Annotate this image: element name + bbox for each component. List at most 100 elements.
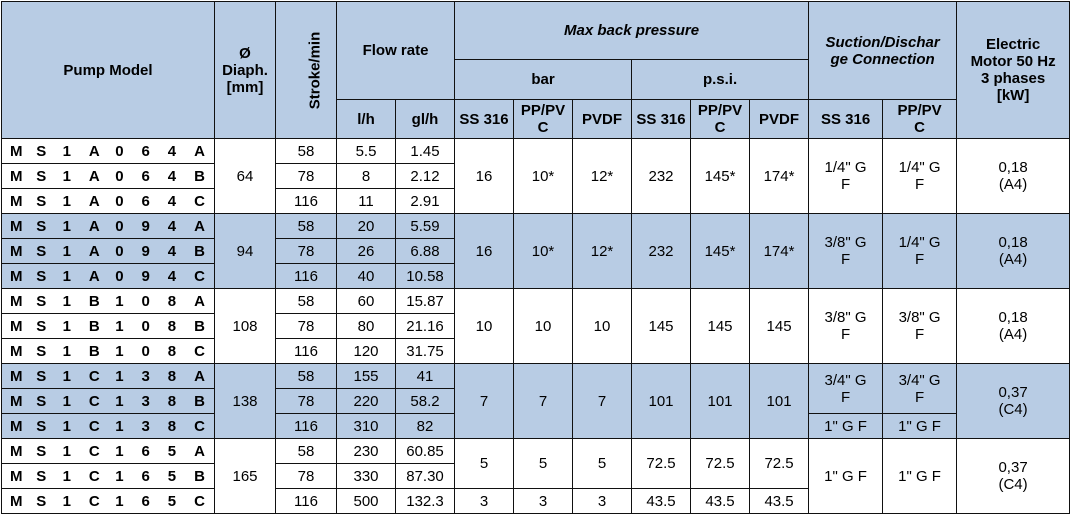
flow-lh-cell: 155 [336, 363, 396, 389]
model-char: 0 [115, 192, 124, 210]
header-conn-pppvc-2: C [914, 119, 925, 136]
psi-pvdf-cell: 145 [749, 288, 810, 364]
model-char: C [88, 492, 100, 510]
header-bar-pppvc-2: C [537, 119, 549, 136]
conn-ss316-line1: 3/4" G [824, 371, 867, 389]
model-char: B [194, 317, 205, 335]
flow-glh-cell: 87.30 [394, 463, 456, 489]
model-char: 8 [167, 317, 177, 335]
bar-pvdf-cell: 12* [572, 138, 633, 214]
model-char: 6 [141, 492, 150, 510]
bar-ss316-cell: 16 [454, 138, 515, 214]
model-char: 1 [62, 317, 71, 335]
stroke-cell: 78 [275, 463, 337, 489]
model-char: 1 [62, 267, 71, 285]
motor-line2: (C4) [998, 476, 1028, 493]
header-psi-pvdf: PVDF [749, 99, 810, 139]
bar-pvdf-cell: 5 [572, 438, 633, 489]
flow-glh-cell: 10.58 [394, 263, 456, 289]
stroke-cell: 78 [275, 313, 337, 339]
model-char: 1 [62, 292, 71, 310]
model-char: A [88, 217, 100, 235]
motor-cell: 0,18(A4) [956, 138, 1070, 214]
model-char: C [88, 392, 100, 410]
model-char: 1 [115, 492, 124, 510]
flow-glh-cell: 2.12 [394, 163, 456, 189]
bar-ss316-cell: 10 [454, 288, 515, 364]
psi-pvdf-c-cell: 43.5 [749, 488, 810, 514]
psi-ss316-cell: 232 [631, 138, 692, 214]
psi-ss316-cell: 232 [631, 213, 692, 289]
psi-pppvc-c-cell: 43.5 [690, 488, 751, 514]
model-char: S [36, 467, 47, 485]
conn-ss316-line2: F [840, 388, 851, 406]
model-char: 9 [141, 267, 150, 285]
flow-glh-cell: 5.59 [394, 213, 456, 239]
bar-pvdf-cell: 10 [572, 288, 633, 364]
header-suction-line2: ge Connection [830, 50, 935, 68]
model-char: 6 [141, 167, 150, 185]
conn-ss316-line2: F [840, 251, 851, 268]
header-diaph-symbol: Ø [239, 44, 251, 62]
flow-lh-cell: 8 [336, 163, 396, 189]
flow-glh-cell: 15.87 [394, 288, 456, 314]
header-psi-ss316: SS 316 [631, 99, 692, 139]
model-char: 6 [141, 442, 150, 460]
header-psi-pppvc-1: PP/PV [697, 102, 743, 119]
model-char: M [10, 492, 23, 510]
model-char: S [36, 342, 47, 360]
model-char: M [10, 192, 23, 210]
model-char: B [88, 342, 100, 360]
model-char: A [194, 367, 205, 385]
model-char: C [194, 267, 205, 285]
header-bar-pppvc-1: PP/PV [520, 102, 566, 119]
model-char: 1 [62, 217, 71, 235]
flow-glh-cell: 2.91 [394, 188, 456, 214]
bar-pppvc-cell: 5 [513, 438, 574, 489]
conn-pppvc-line1: 3/8" G [898, 309, 941, 326]
motor-cell: 0,18(A4) [956, 288, 1070, 364]
model-char: B [194, 167, 205, 185]
model-char: A [194, 442, 205, 460]
model-char: 4 [167, 167, 177, 185]
motor-line2: (C4) [998, 401, 1028, 418]
conn-pppvc-cell: 1" G F [882, 438, 958, 514]
flow-glh-cell: 132.3 [394, 488, 456, 514]
model-char: 6 [141, 192, 150, 210]
model-char: 1 [115, 292, 124, 310]
model-char: 1 [62, 492, 71, 510]
stroke-cell: 116 [275, 188, 337, 214]
conn-pppvc-line1: 1/4" G [898, 234, 941, 251]
model-char: M [10, 442, 23, 460]
psi-pvdf-cell: 72.5 [749, 438, 810, 489]
model-char: M [10, 342, 23, 360]
psi-pppvc-cell: 145* [690, 138, 751, 214]
model-char: 4 [167, 142, 177, 160]
model-char: M [10, 417, 23, 435]
motor-line1: 0,37 [998, 459, 1028, 476]
model-char: 0 [115, 167, 124, 185]
model-char: 5 [167, 467, 177, 485]
conn-pppvc-line1: 1/4" G [898, 159, 941, 176]
model-char: 1 [62, 142, 71, 160]
header-flow-lh: l/h [336, 99, 396, 139]
model-char: A [88, 142, 100, 160]
model-char: 6 [141, 142, 150, 160]
table-header: Pump Model Ø Diaph. [mm] Stroke/min Flow… [1, 1, 1070, 139]
conn-pppvc-line2: F [914, 326, 925, 343]
header-bar: bar [454, 59, 633, 100]
